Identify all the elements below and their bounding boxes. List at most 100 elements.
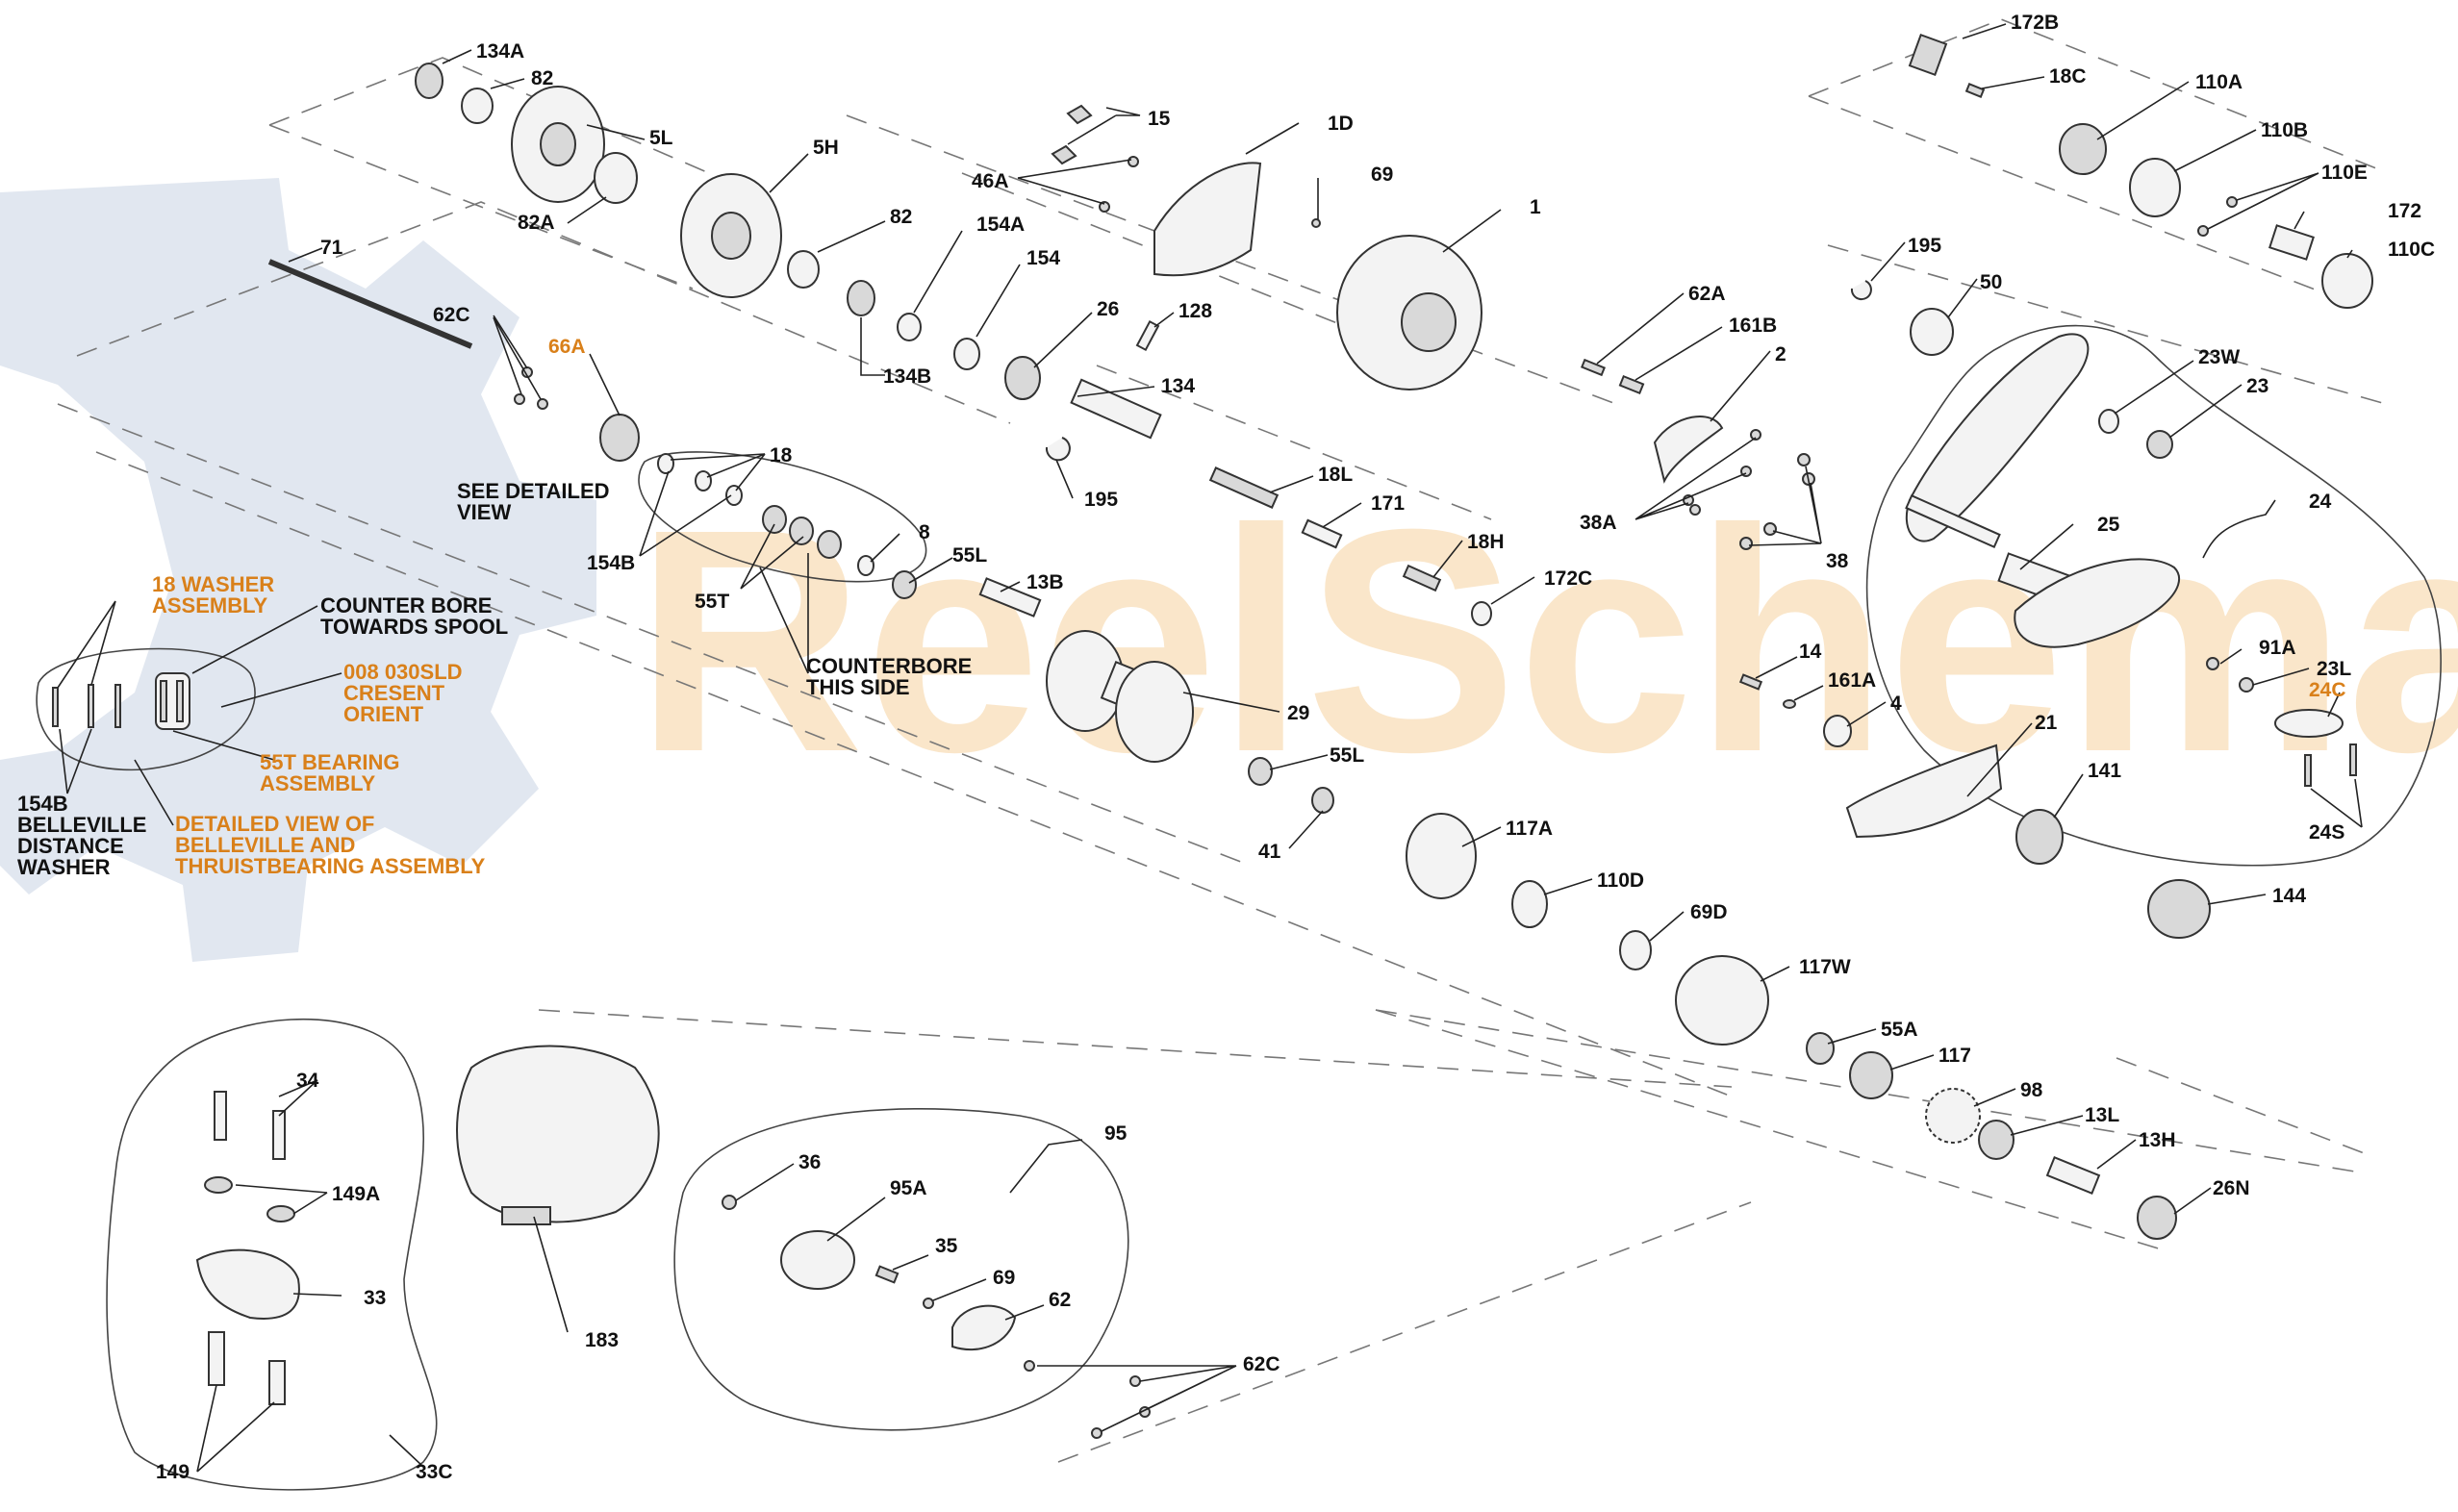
part-82b: [787, 250, 820, 289]
part-134B: [847, 280, 875, 316]
part-69-bot: [923, 1298, 934, 1309]
note-counterbore-side: COUNTERBORE THIS SIDE: [806, 654, 977, 699]
part-24-shaft: [1905, 493, 2001, 549]
part-117W-plate: [1675, 955, 1769, 1046]
label-141: 141: [2088, 760, 2121, 782]
parts: [52, 33, 2373, 1439]
detail-washers: [52, 684, 121, 728]
part-195-b-clip: [1850, 280, 1872, 301]
label-8: 8: [919, 521, 930, 543]
label-50: 50: [1980, 271, 2002, 293]
label-41: 41: [1258, 841, 1281, 863]
label-18C: 18C: [2049, 65, 2087, 88]
part-26N: [2137, 1196, 2177, 1240]
label-149: 149: [156, 1461, 190, 1483]
note-bearing-assembly: 55T BEARING ASSEMBLY: [260, 750, 406, 795]
label-110B: 110B: [2261, 119, 2308, 141]
part-172C: [1471, 601, 1492, 626]
label-172B: 172B: [2011, 12, 2059, 34]
part-183-sideplate: [456, 1045, 660, 1223]
part-98-gear: [1925, 1088, 1981, 1144]
label-91A: 91A: [2259, 637, 2296, 659]
annotation-notes: SEE DETAILED VIEW 18 WASHER ASSEMBLY COU…: [17, 479, 977, 879]
label-161A: 161A: [1828, 669, 1876, 692]
part-110E-screws: [2197, 196, 2238, 237]
part-15-clips: [1051, 104, 1093, 165]
note-see-detailed: SEE DETAILED VIEW: [457, 479, 616, 524]
label-33C: 33C: [416, 1461, 453, 1483]
label-154B: 154B: [587, 552, 635, 574]
label-24S: 24S: [2309, 821, 2344, 844]
note-washer-assembly: 18 WASHER ASSEMBLY: [152, 572, 280, 617]
detail-view-outline: [36, 647, 256, 771]
label-13B: 13B: [1026, 571, 1064, 593]
part-117A-plate: [1406, 813, 1477, 899]
label-38: 38: [1826, 550, 1849, 572]
part-149A-nuts: [204, 1176, 295, 1222]
label-69D: 69D: [1690, 901, 1728, 923]
label-149A: 149A: [332, 1183, 380, 1205]
part-66A-clutch: [599, 414, 640, 462]
label-154A: 154A: [976, 214, 1025, 236]
label-24: 24: [2309, 491, 2332, 513]
label-154: 154: [1026, 247, 1060, 269]
label-195-a: 195: [1084, 489, 1118, 511]
label-172: 172: [2388, 200, 2421, 222]
label-62: 62: [1049, 1289, 1071, 1311]
part-62: [951, 1304, 1017, 1351]
part-55L-b: [1248, 757, 1273, 786]
label-1: 1: [1530, 196, 1541, 218]
part-149-nuts: [208, 1331, 286, 1405]
part-82-washer: [461, 88, 494, 124]
part-46A-screws: [1128, 156, 1139, 167]
part-21-star-drag: [1845, 743, 2003, 839]
label-110D: 110D: [1597, 869, 1644, 892]
label-195-b: 195: [1908, 235, 1941, 257]
part-55L-a: [892, 570, 917, 599]
label-172C: 172C: [1544, 567, 1592, 590]
label-55T: 55T: [695, 591, 729, 613]
label-46A: 46A: [972, 170, 1009, 192]
label-161B: 161B: [1729, 315, 1777, 337]
label-82-b: 82: [890, 206, 912, 228]
label-144: 144: [2272, 885, 2306, 907]
label-2: 2: [1775, 343, 1786, 365]
part-13H: [2045, 1156, 2101, 1195]
label-23W: 23W: [2198, 346, 2240, 368]
note-counter-bore: COUNTER BORE TOWARDS SPOOL: [320, 593, 508, 639]
label-1D: 1D: [1328, 113, 1354, 135]
part-38-screws: [1739, 453, 1815, 550]
handle-assembly-outline: [1865, 324, 2442, 867]
label-25: 25: [2097, 514, 2120, 536]
label-134A: 134A: [476, 40, 524, 63]
part-23L: [2239, 677, 2254, 693]
part-8: [857, 555, 874, 576]
part-110C: [2321, 253, 2373, 309]
label-82-a: 82: [531, 67, 553, 89]
part-154: [953, 338, 980, 370]
label-24C: 24C: [2309, 679, 2346, 701]
part-14-screw: [1738, 673, 1763, 691]
leader-lines: [57, 23, 2363, 1473]
label-18L: 18L: [1318, 464, 1353, 486]
label-171: 171: [1371, 492, 1405, 515]
part-134A: [415, 63, 443, 99]
label-110A: 110A: [2195, 71, 2243, 93]
label-62C-bot: 62C: [1243, 1353, 1280, 1375]
part-161B: [1618, 374, 1645, 395]
part-24S-screws: [2304, 743, 2357, 787]
part-25-knob-grip: [2014, 558, 2181, 648]
part-36: [722, 1195, 737, 1210]
label-134B: 134B: [883, 365, 931, 388]
part-13B: [978, 577, 1042, 617]
label-13L: 13L: [2085, 1104, 2119, 1126]
part-69-top: [1311, 218, 1321, 228]
label-35: 35: [935, 1235, 958, 1257]
label-117A: 117A: [1506, 818, 1553, 840]
part-171-pin: [1301, 518, 1343, 549]
part-4-washer: [1823, 715, 1852, 747]
part-195-a-clip: [1045, 437, 1071, 462]
label-117W: 117W: [1799, 956, 1851, 978]
label-18H: 18H: [1467, 531, 1505, 553]
part-82A: [594, 152, 638, 204]
